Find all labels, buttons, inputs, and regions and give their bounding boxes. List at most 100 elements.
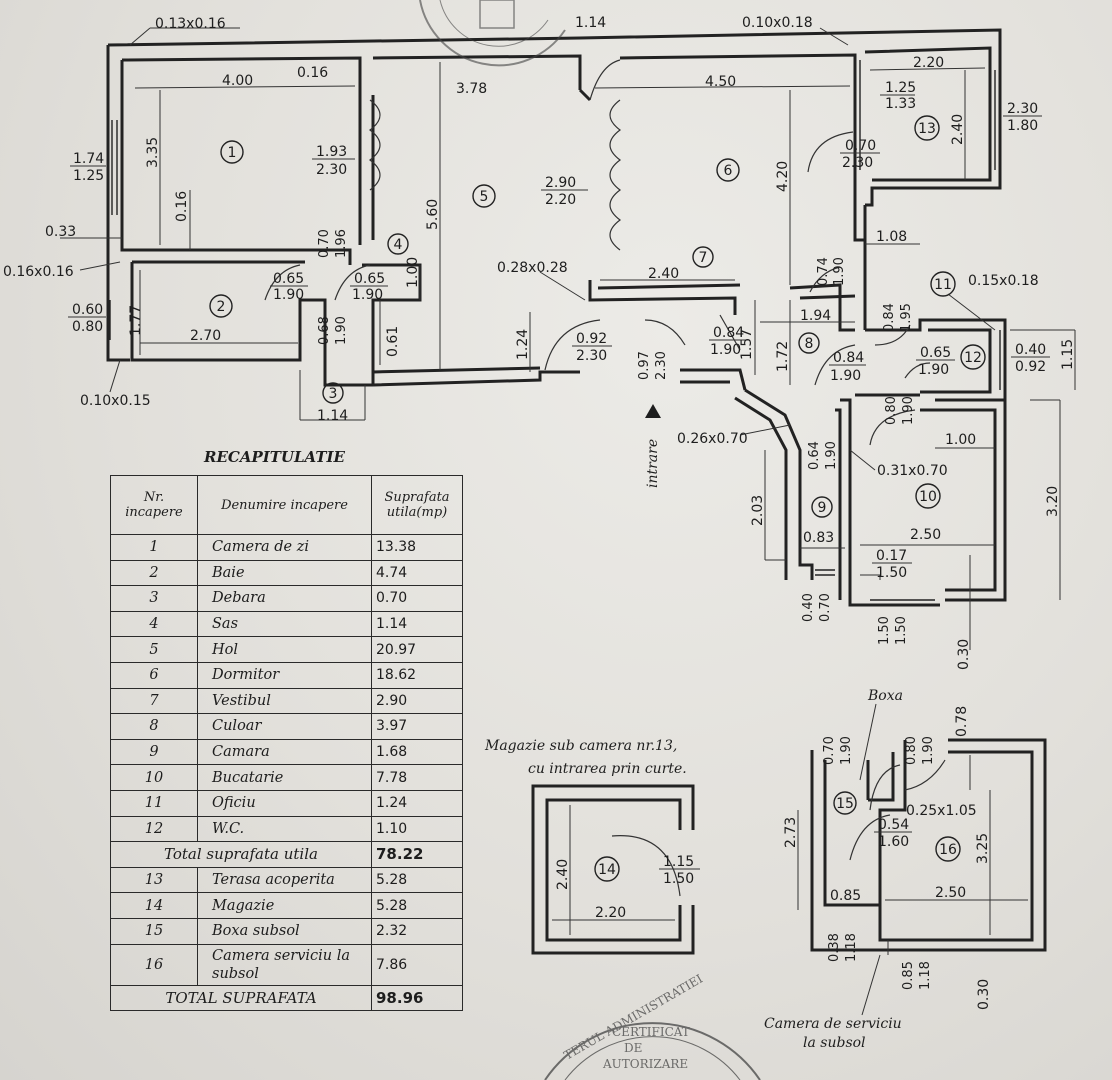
table-row-grand-total: TOTAL SUPRAFATA 98.96 [110, 984, 463, 1012]
dim-label: 0.64 [807, 441, 822, 470]
total-useful-label: Total suprafata utila [110, 841, 372, 868]
cell-name: Dormitor [197, 661, 372, 689]
room-number-6: 6 [724, 163, 733, 179]
grand-total-area: 98.96 [371, 984, 463, 1012]
stamp-subtext: AUTORIZARE [602, 1057, 688, 1071]
dim-label: 2.20 [545, 192, 576, 208]
dim-label: 1.90 [352, 287, 383, 303]
dim-label: 1.57 [739, 329, 755, 360]
dim-label: 0.85 [901, 961, 916, 990]
cell-area: 7.78 [371, 764, 463, 791]
cell-nr: 16 [110, 943, 198, 986]
dim-label: 0.84 [833, 350, 864, 366]
cell-name: Camera de zi [197, 534, 372, 561]
dim-label: 0.30 [976, 979, 992, 1010]
dim-label: 0.28x0.28 [497, 260, 568, 276]
room-number-15: 15 [836, 796, 854, 812]
room-number-14: 14 [598, 862, 616, 878]
table-row-total-useful: Total suprafata utila 78.22 [110, 841, 463, 868]
cell-name: Debara [197, 585, 372, 612]
total-useful-area: 78.22 [371, 841, 463, 868]
dim-label: 0.92 [1015, 359, 1046, 375]
dim-label: 1.25 [885, 80, 916, 96]
dim-label: 2.30 [576, 348, 607, 364]
dim-label: 0.65 [273, 271, 304, 287]
dim-label: 1.33 [885, 96, 916, 112]
dim-label: 0.97 [637, 351, 652, 380]
room-number-7: 7 [699, 250, 708, 266]
cell-nr: 5 [110, 636, 198, 663]
dim-label: 0.30 [956, 639, 972, 670]
dim-label: 0.54 [878, 817, 909, 833]
dim-label: 3.25 [975, 833, 991, 864]
door-swings [264, 59, 931, 446]
cell-area: 1.68 [371, 738, 463, 766]
service-caption-line-2: la subsol [803, 1035, 866, 1051]
dim-label: 1.90 [824, 441, 839, 470]
cell-area: 5.28 [371, 866, 463, 894]
room-markers: 1 2 3 4 5 6 7 8 9 10 11 12 13 14 15 16 [209, 115, 986, 882]
dim-label: 1.90 [918, 362, 949, 378]
cell-area: 1.24 [371, 789, 463, 817]
official-stamp: TERUL ADMINISTRATIEI CERTIFICAT DE AUTOR… [544, 971, 761, 1080]
cell-area: 2.90 [371, 687, 463, 715]
dim-label: 1.90 [901, 396, 916, 425]
cell-name: Hol [197, 636, 372, 663]
cell-name: Boxa subsol [197, 917, 372, 945]
dim-label: 0.16 [297, 65, 328, 81]
room-number-12: 12 [964, 350, 982, 366]
cell-nr: 3 [110, 585, 198, 612]
cell-nr: 13 [110, 866, 198, 894]
room-number-13: 13 [918, 121, 936, 137]
dim-label: 1.72 [775, 341, 791, 372]
dim-label: 1.60 [878, 834, 909, 850]
col-header-nr: Nr. incapere [110, 475, 198, 535]
dim-label: 1.14 [575, 15, 606, 31]
dim-label: 1.24 [515, 329, 531, 360]
dim-label: 1.18 [918, 961, 933, 990]
room-number-10: 10 [919, 489, 937, 505]
dim-label: 1.94 [800, 308, 831, 324]
dim-label: 0.85 [830, 888, 861, 904]
cell-area: 3.97 [371, 713, 463, 740]
dim-label: 1.00 [405, 257, 421, 288]
cell-nr: 9 [110, 738, 198, 766]
room-number-9: 9 [818, 500, 827, 516]
cell-area: 1.10 [371, 815, 463, 843]
room-number-1: 1 [228, 145, 237, 161]
dim-label: 0.92 [576, 331, 607, 347]
boxa-label: Boxa [867, 688, 903, 704]
dim-label: 1.50 [663, 871, 694, 887]
dim-label: 0.61 [385, 326, 401, 357]
dim-label: 1.50 [876, 565, 907, 581]
dim-label: 1.95 [899, 303, 914, 332]
dim-label: 0.16 [174, 191, 190, 222]
dim-label: 0.68 [317, 316, 332, 345]
dim-label: 1.14 [317, 408, 348, 424]
dim-label: 1.96 [334, 229, 349, 258]
dim-label: 0.84 [882, 303, 897, 332]
dim-label: 1.50 [894, 616, 909, 645]
dim-label: 3.20 [1045, 486, 1061, 517]
cell-name: Camara [197, 738, 372, 766]
dim-label: 4.00 [222, 73, 253, 89]
cell-nr: 8 [110, 713, 198, 740]
cell-nr: 15 [110, 917, 198, 945]
dim-label: 1.77 [128, 305, 144, 336]
dim-label: 3.35 [145, 137, 161, 168]
dim-label: 1.15 [1060, 339, 1076, 370]
cell-area: 1.14 [371, 610, 463, 638]
col-header-area: Suprafata utila(mp) [371, 475, 463, 535]
cell-name: Camera serviciu la subsol [197, 943, 372, 986]
dim-label: 1.90 [921, 736, 936, 765]
dim-label: 1.25 [73, 168, 104, 184]
